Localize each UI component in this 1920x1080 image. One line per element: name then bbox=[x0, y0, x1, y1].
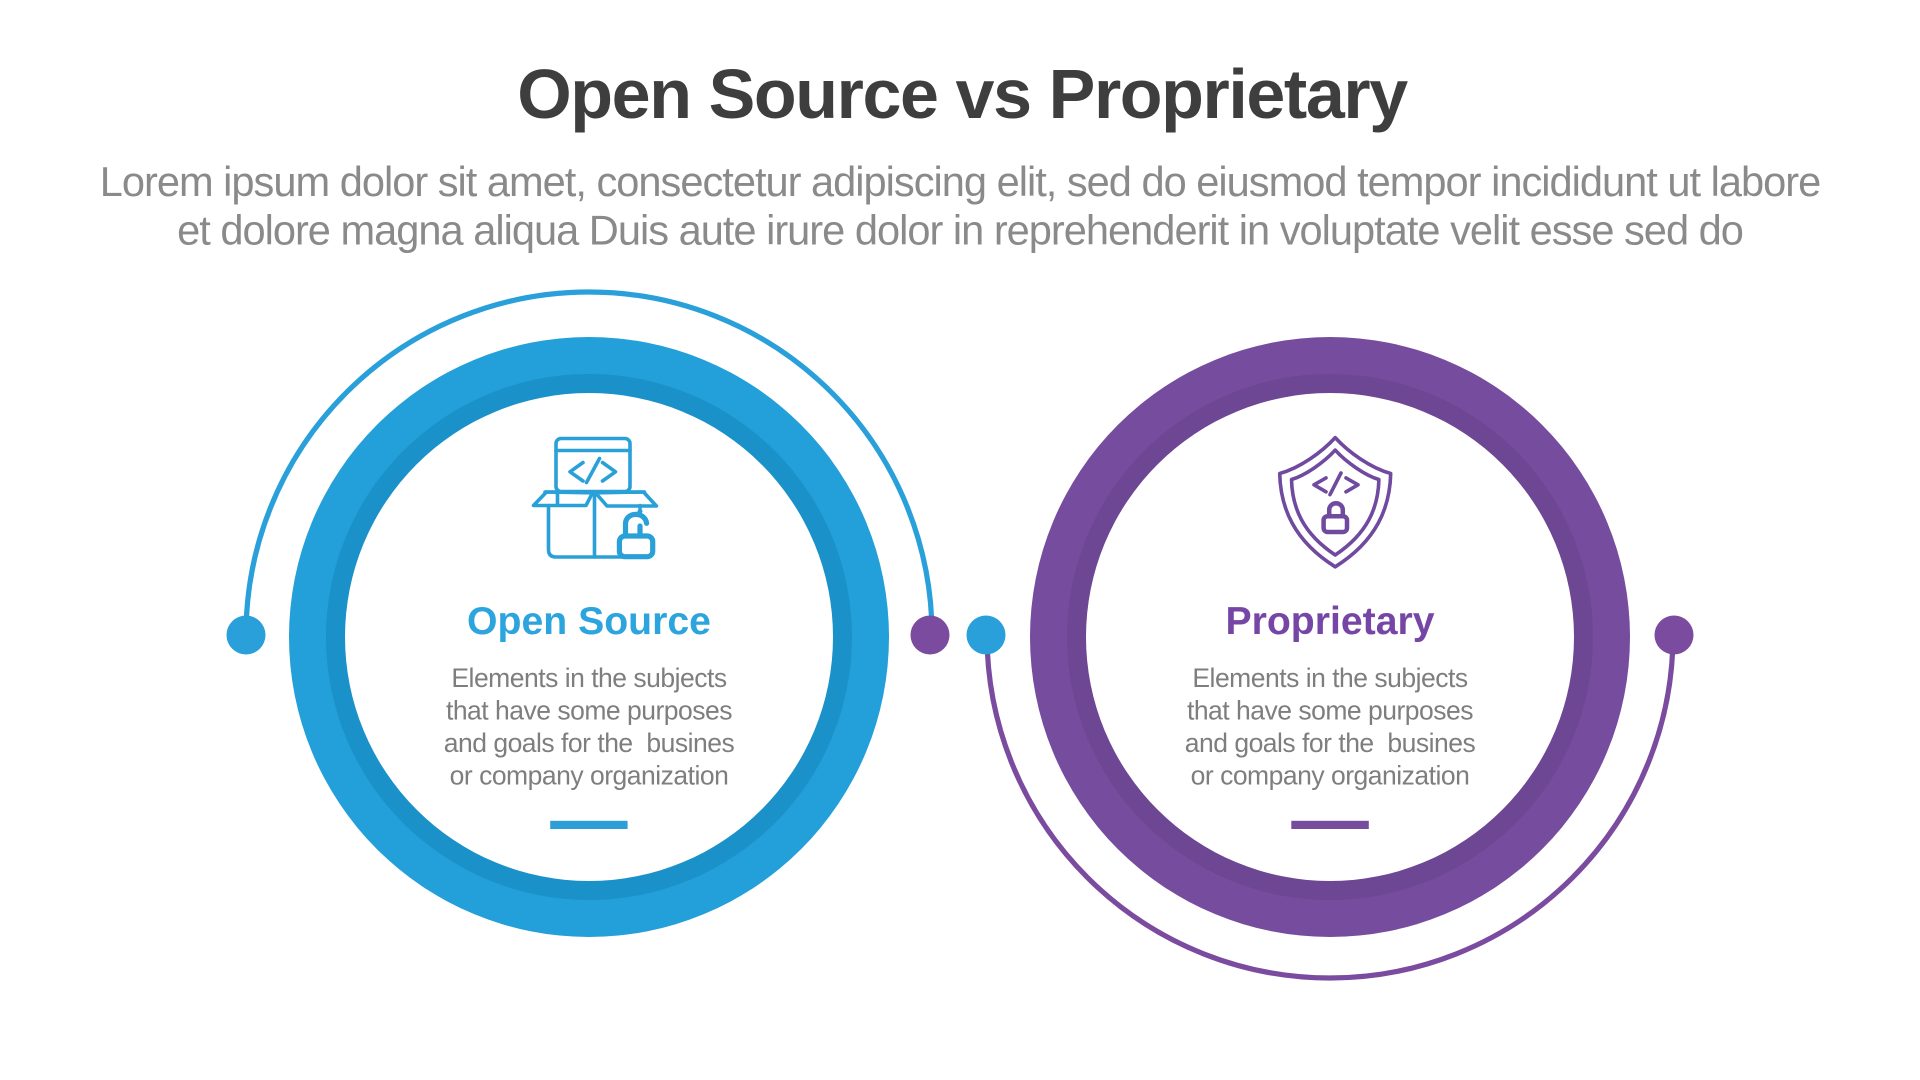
svg-text:or company organization: or company organization bbox=[1191, 761, 1470, 791]
svg-text:Open Source: Open Source bbox=[467, 600, 711, 643]
svg-text:that have some purposes: that have some purposes bbox=[446, 696, 732, 726]
svg-text:and goals for the busines: and goals for the busines bbox=[444, 728, 735, 758]
svg-text:Open Source vs Proprietary: Open Source vs Proprietary bbox=[517, 55, 1408, 133]
svg-text:that have some purposes: that have some purposes bbox=[1187, 696, 1473, 726]
svg-text:or company organization: or company organization bbox=[450, 761, 729, 791]
svg-text:Lorem ipsum dolor sit amet, co: Lorem ipsum dolor sit amet, consectetur … bbox=[100, 158, 1821, 205]
svg-text:Proprietary: Proprietary bbox=[1225, 600, 1434, 643]
svg-text:et dolore magna aliqua Duis au: et dolore magna aliqua Duis aute irure d… bbox=[177, 207, 1743, 254]
svg-text:and goals for the busines: and goals for the busines bbox=[1185, 728, 1476, 758]
svg-text:Elements in the subjects: Elements in the subjects bbox=[451, 663, 726, 693]
svg-text:Elements in the subjects: Elements in the subjects bbox=[1192, 663, 1467, 693]
